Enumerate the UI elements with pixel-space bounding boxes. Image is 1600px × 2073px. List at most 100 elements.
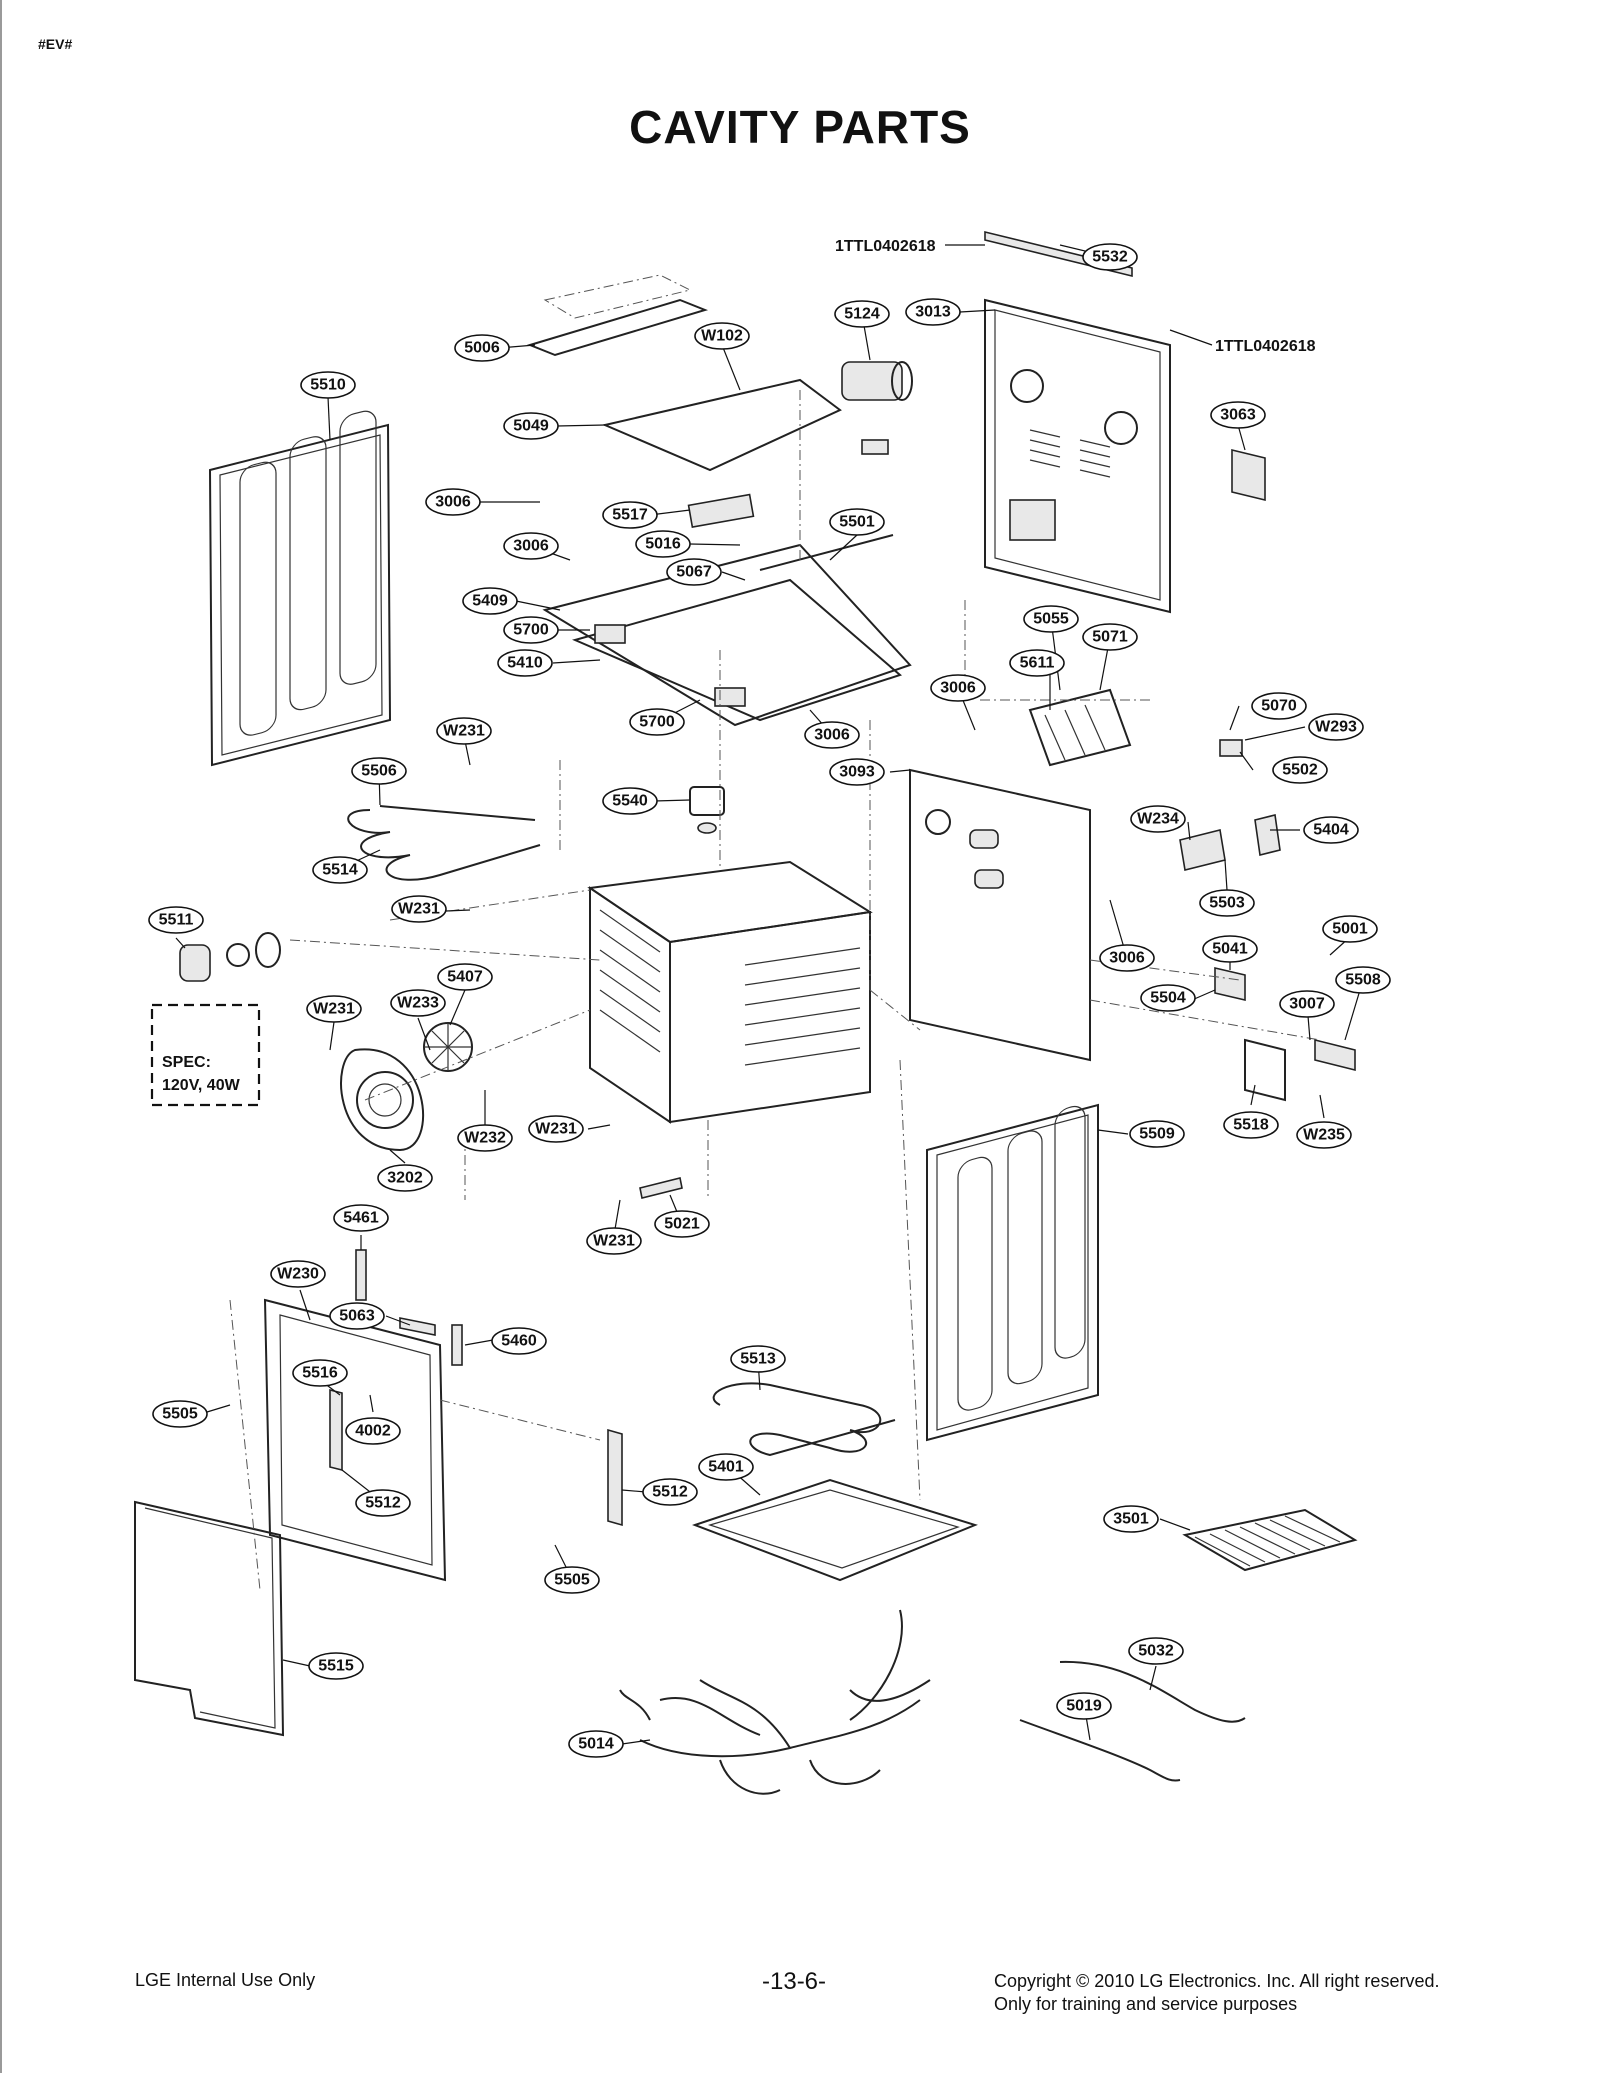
svg-text:3006: 3006 — [814, 727, 850, 744]
svg-text:5700: 5700 — [639, 714, 675, 731]
callout-5509: 5509 — [1129, 1120, 1185, 1148]
harness-5019 — [1019, 1719, 1181, 1782]
svg-text:5063: 5063 — [339, 1308, 375, 1325]
svg-text:W232: W232 — [464, 1130, 506, 1147]
callout-w231: W231 — [306, 995, 362, 1023]
footer-internal-note: LGE Internal Use Only — [135, 1970, 316, 1990]
callout-3006: 3006 — [425, 488, 481, 516]
svg-text:5505: 5505 — [554, 1572, 590, 1589]
callout-5006: 5006 — [454, 334, 510, 362]
callout-5514: 5514 — [312, 856, 368, 884]
cavity-bracket — [639, 1177, 683, 1199]
callout-5515: 5515 — [308, 1652, 364, 1680]
callout-5410: 5410 — [497, 649, 553, 677]
control-module — [687, 493, 755, 528]
svg-text:5124: 5124 — [844, 306, 880, 323]
callout-5540: 5540 — [602, 787, 658, 815]
oven-rack — [1182, 1508, 1358, 1572]
document-tag: #EV# — [38, 36, 73, 52]
callout-3202: 3202 — [377, 1164, 433, 1192]
oven-cavity — [587, 860, 873, 1124]
svg-text:5513: 5513 — [740, 1351, 776, 1368]
screw-code-right: 1TTL0402618 — [1215, 338, 1316, 355]
callout-w231: W231 — [391, 895, 447, 923]
callout-5502: 5502 — [1272, 756, 1328, 784]
svg-text:W235: W235 — [1303, 1127, 1345, 1144]
copyright-text: Copyright © 2010 LG Electronics. Inc. Al… — [994, 1971, 1440, 1991]
callout-5070: 5070 — [1251, 692, 1307, 720]
callout-3501: 3501 — [1103, 1505, 1159, 1533]
svg-text:5019: 5019 — [1066, 1698, 1102, 1715]
fan-blade — [423, 1022, 473, 1072]
door-lock-bracket — [1244, 1038, 1286, 1102]
callout-5016: 5016 — [635, 530, 691, 558]
callout-5014: 5014 — [568, 1730, 624, 1758]
harness-5032 — [1059, 1660, 1246, 1723]
svg-text:3006: 3006 — [435, 494, 471, 511]
svg-text:5700: 5700 — [513, 622, 549, 639]
svg-text:5067: 5067 — [676, 564, 712, 581]
callout-w231: W231 — [586, 1227, 642, 1255]
svg-text:5509: 5509 — [1139, 1126, 1175, 1143]
svg-text:5516: 5516 — [302, 1365, 338, 1382]
callout-w231: W231 — [528, 1115, 584, 1143]
callout-5063: 5063 — [329, 1302, 385, 1330]
svg-text:3093: 3093 — [839, 764, 875, 781]
svg-text:5511: 5511 — [159, 912, 194, 929]
svg-text:5518: 5518 — [1233, 1117, 1269, 1134]
svg-text:3006: 3006 — [1109, 950, 1145, 967]
svg-text:W230: W230 — [277, 1266, 319, 1283]
page-title: CAVITY PARTS — [629, 101, 971, 153]
callout-5512: 5512 — [355, 1489, 411, 1517]
callout-group: 5532 5124 3013 5006 W102 5510 5049 3063 … — [148, 243, 1391, 1758]
svg-text:5401: 5401 — [708, 1459, 744, 1476]
svg-text:5049: 5049 — [513, 418, 549, 435]
callout-5460: 5460 — [491, 1327, 547, 1355]
front-frame — [263, 1298, 623, 1582]
svg-text:3013: 3013 — [915, 304, 951, 321]
callout-5504: 5504 — [1140, 984, 1196, 1012]
screw-code-top: 1TTL0402618 — [835, 238, 936, 255]
svg-text:5014: 5014 — [578, 1736, 614, 1753]
svg-text:3202: 3202 — [387, 1170, 423, 1187]
svg-text:W231: W231 — [593, 1233, 635, 1250]
callout-w232: W232 — [457, 1124, 513, 1152]
callout-5461: 5461 — [333, 1204, 389, 1232]
callout-w230: W230 — [270, 1260, 326, 1288]
side-bracket — [909, 768, 1091, 1062]
svg-text:5032: 5032 — [1138, 1643, 1174, 1660]
spec-box: SPEC: 120V, 40W — [150, 1003, 261, 1107]
svg-text:5514: 5514 — [322, 862, 358, 879]
svg-text:5021: 5021 — [664, 1216, 700, 1233]
callout-5532: 5532 — [1082, 243, 1138, 271]
side-panel-right — [926, 1103, 1099, 1442]
footer-copyright-block: Copyright © 2010 LG Electronics. Inc. Al… — [994, 1970, 1439, 2016]
top-bracket — [526, 298, 709, 357]
wire-rod — [759, 534, 894, 571]
callout-5518: 5518 — [1223, 1111, 1279, 1139]
svg-text:5510: 5510 — [310, 377, 346, 394]
svg-text:5505: 5505 — [162, 1406, 198, 1423]
switch-5508 — [1314, 1038, 1356, 1072]
callout-5032: 5032 — [1128, 1637, 1184, 1665]
svg-text:5461: 5461 — [343, 1210, 379, 1227]
callout-5513: 5513 — [730, 1345, 786, 1373]
svg-text:W233: W233 — [397, 995, 439, 1012]
svg-text:W102: W102 — [701, 328, 743, 345]
callout-3006: 3006 — [930, 674, 986, 702]
door-gasket — [134, 1500, 285, 1737]
svg-text:5006: 5006 — [464, 340, 500, 357]
callout-5067: 5067 — [666, 558, 722, 586]
svg-text:W231: W231 — [313, 1001, 355, 1018]
callout-5501: 5501 — [829, 508, 885, 536]
light-socket — [689, 786, 725, 834]
callout-w102: W102 — [694, 322, 750, 350]
callout-5404: 5404 — [1303, 816, 1359, 844]
svg-text:3006: 3006 — [940, 680, 976, 697]
sensor-5404 — [1254, 814, 1281, 856]
callout-5508: 5508 — [1335, 966, 1391, 994]
callout-5409: 5409 — [462, 587, 518, 615]
svg-text:5508: 5508 — [1345, 972, 1381, 989]
svg-text:5504: 5504 — [1150, 990, 1186, 1007]
spec-label: SPEC: — [162, 1054, 211, 1071]
